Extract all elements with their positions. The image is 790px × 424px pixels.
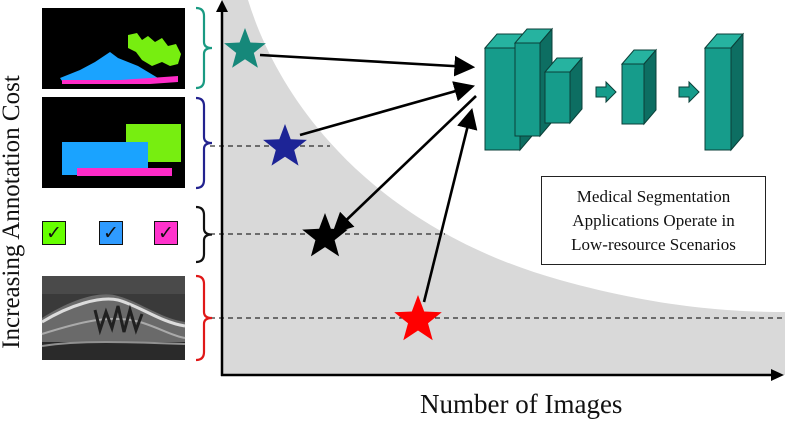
star-unlabeled-scan [394,295,442,341]
encoder-block-2 [514,42,541,137]
callout-line-3: Low-resource Scenarios [571,234,736,254]
x-axis-arrowhead [771,369,784,381]
callout-box: Medical Segmentation Applications Operat… [541,176,766,265]
arrow-unlabeled-to-network [422,107,478,303]
shaded-region [222,0,785,375]
x-axis-label: Number of Images [420,389,623,419]
checkbox-row: ✓ ✓ ✓ [40,221,190,249]
green-mask [128,33,181,66]
checkbox-green: ✓ [42,221,66,245]
checkbox-magenta: ✓ [154,221,178,245]
encoder-block-3 [544,71,571,124]
network-arrow-1 [595,80,617,104]
bracket-unlabeled-scan [195,274,213,362]
magenta-mask [62,76,178,84]
decoder-block-2 [704,47,732,151]
arrow-mask-to-network [259,53,476,77]
callout-line-2: Applications Operate in [572,210,735,230]
bounding-box-thumbnail [42,97,185,188]
arrow-box-to-network [299,81,476,137]
encoder-block-1 [484,47,521,151]
decoder-block-1 [621,63,645,125]
star-pixel-mask [224,28,266,68]
bracket-bounding-box [195,96,213,190]
callout-line-1: Medical Segmentation [576,186,731,206]
star-bounding-box [263,124,307,166]
y-axis-arrowhead [216,0,228,12]
magenta-box [77,168,172,176]
checkbox-blue: ✓ [99,221,123,245]
network-arrow-2 [678,80,700,104]
star-image-label-checkbox [302,213,348,257]
pixel-mask-thumbnail [42,8,185,89]
bracket-image-label-checkbox [195,205,213,264]
blue-mask [60,52,158,82]
bracket-pixel-mask [195,6,213,90]
oct-scan-thumbnail [41,276,186,360]
network-diagram [483,27,745,152]
arrow-network-to-label [332,95,477,234]
